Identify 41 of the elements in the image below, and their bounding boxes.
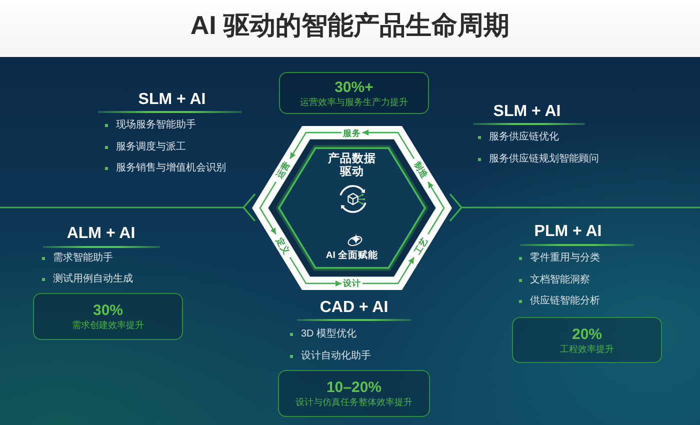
metric-box	[33, 293, 183, 340]
metric-value: 10–20%	[326, 379, 382, 396]
section-heading: ALM + AI	[66, 225, 136, 243]
metric-box	[278, 370, 430, 417]
bullet-text: 零件重用与分类	[530, 252, 600, 264]
stage-label: 设计	[343, 278, 361, 288]
arrow	[259, 182, 276, 234]
metric-caption: 设计与仿真任务整体效率提升	[296, 396, 412, 408]
title: AI 驱动的智能产品生命周期	[190, 10, 510, 40]
bullet-text: 服务供应链规划智能顾问	[489, 152, 599, 166]
hexagon-caption: AI 全面赋能	[326, 250, 378, 262]
metric-caption: 需求创建效率提升	[72, 319, 144, 331]
bullet-text: 供应链智能分析	[530, 294, 600, 308]
arrow	[362, 130, 414, 160]
metric-value: 20%	[572, 326, 602, 342]
arrow	[428, 182, 445, 234]
arrow	[362, 256, 414, 284]
stage-label: 服务	[343, 128, 361, 138]
bullet-text: 服务调度与派工	[116, 140, 186, 154]
section-heading: SLM + AI	[138, 91, 206, 109]
metric-caption: 工程效率提升	[560, 342, 614, 354]
bullet-text: 测试用例自动生成	[53, 272, 133, 286]
hexagon-title: 产品数据驱动	[327, 153, 377, 179]
metric-value: 30%+	[334, 78, 374, 96]
arrow	[290, 132, 342, 160]
bullet-text: 需求智能助手	[53, 252, 113, 264]
metric-box	[512, 317, 662, 363]
bullet-text: 设计自动化助手	[301, 350, 371, 362]
section-heading: PLM + AI	[534, 223, 602, 241]
metric-caption: 运营效率与服务生产力提升	[300, 96, 408, 108]
hexagon	[252, 126, 452, 290]
bullet-text: 现场服务智能助手	[116, 118, 196, 132]
bullet-text: 服务销售与增值机会识别	[116, 162, 226, 174]
metric-value: 30%	[92, 302, 124, 319]
bullet-text: 服务供应链优化	[489, 130, 559, 144]
bullet-text: 文档智能洞察	[530, 274, 590, 286]
section-heading: CAD + AI	[320, 299, 388, 317]
metric-box	[279, 72, 429, 114]
section-heading: SLM + AI	[493, 103, 561, 121]
arrow	[290, 256, 342, 286]
bullet-text: 3D 模型优化	[301, 328, 357, 340]
